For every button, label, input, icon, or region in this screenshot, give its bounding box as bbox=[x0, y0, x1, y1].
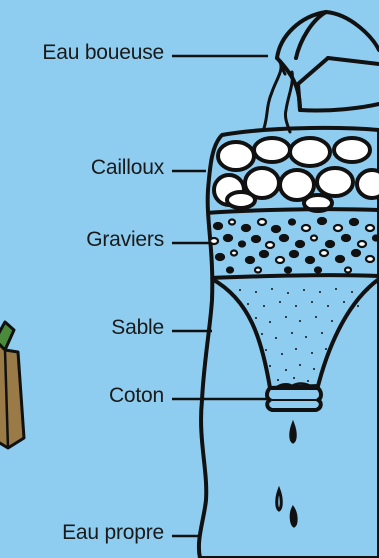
box-icon bbox=[0, 322, 24, 448]
label-clean-water: Eau propre bbox=[62, 521, 164, 545]
pouring-cup-icon bbox=[277, 12, 379, 111]
cotton-plug bbox=[267, 383, 321, 410]
label-muddy-water: Eau boueuse bbox=[42, 41, 164, 65]
label-gravel: Graviers bbox=[86, 228, 164, 252]
label-cotton: Coton bbox=[109, 384, 164, 408]
label-pebbles: Cailloux bbox=[91, 156, 164, 180]
label-sand: Sable bbox=[111, 316, 164, 340]
